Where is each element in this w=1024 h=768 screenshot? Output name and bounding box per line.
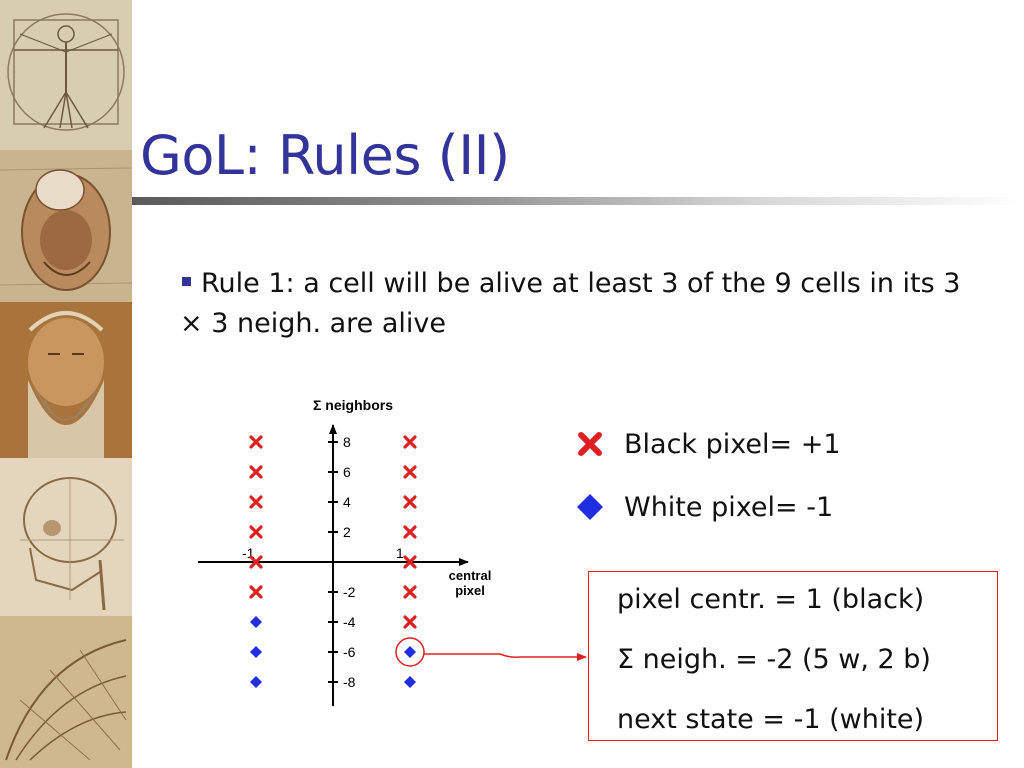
rule-bullet-text: Rule 1: a cell will be alive at least 3 … — [180, 268, 961, 339]
y-tick-label: 6 — [343, 464, 351, 480]
black-pixel-point — [249, 585, 263, 599]
white-pixel-point — [250, 676, 262, 688]
blue-diamond-icon — [577, 494, 603, 520]
legend-black-label: Black pixel= +1 — [624, 428, 841, 460]
explanation-box: pixel centr. = 1 (black) Σ neigh. = -2 (… — [588, 571, 998, 741]
y-tick-label: 2 — [343, 524, 351, 540]
wing-sketch-image — [0, 616, 132, 768]
white-pixel-point — [404, 676, 416, 688]
y-axis-label: Σ neighbors — [313, 397, 393, 413]
black-pixel-point — [403, 465, 417, 479]
slide-title: GoL: Rules (II) — [140, 124, 510, 187]
black-pixel-point — [403, 495, 417, 509]
black-pixel-point — [403, 525, 417, 539]
rule-bullet: Rule 1: a cell will be alive at least 3 … — [180, 264, 970, 344]
y-tick-label: -2 — [343, 584, 356, 600]
neighbors-vs-central-pixel-chart: Σ neighbors central pixel 8642-2-4-6-8-1… — [198, 397, 492, 706]
x-axis-label-line1: central — [449, 568, 492, 583]
y-tick-label: 8 — [343, 434, 351, 450]
white-pixel-point — [250, 646, 262, 658]
title-underline-rule — [132, 197, 1024, 205]
black-pixel-point — [403, 435, 417, 449]
black-pixel-point — [403, 585, 417, 599]
white-pixel-point — [404, 646, 416, 658]
y-tick-label: 4 — [343, 494, 351, 510]
white-pixel-point — [250, 616, 262, 628]
self-portrait-image — [0, 302, 132, 458]
info-line-neighbor-sum: Σ neigh. = -2 (5 w, 2 b) — [617, 644, 931, 675]
y-tick-label: -4 — [343, 614, 356, 630]
square-bullet-icon — [182, 277, 191, 286]
info-line-next-state: next state = -1 (white) — [617, 704, 925, 735]
black-pixel-point — [249, 495, 263, 509]
vitruvian-man-image — [0, 0, 132, 150]
leonardo-image-strip — [0, 0, 132, 768]
black-pixel-point — [249, 465, 263, 479]
y-tick-label: -8 — [343, 674, 356, 690]
highlight-circle — [395, 637, 425, 667]
black-pixel-point — [249, 555, 263, 569]
x-axis-label-line2: pixel — [455, 583, 485, 598]
legend-white-label: White pixel= -1 — [624, 491, 834, 523]
black-pixel-point — [403, 555, 417, 569]
y-tick-label: -6 — [343, 644, 356, 660]
black-pixel-point — [249, 525, 263, 539]
legend-white-pixel: White pixel= -1 — [576, 487, 833, 527]
red-x-icon — [578, 432, 602, 456]
black-pixel-point — [403, 615, 417, 629]
fetus-study-image — [0, 150, 132, 302]
black-pixel-point — [249, 435, 263, 449]
info-line-central-pixel: pixel centr. = 1 (black) — [617, 584, 925, 615]
legend-black-pixel: Black pixel= +1 — [576, 424, 841, 464]
x-tick-label: 1 — [396, 545, 404, 561]
skull-study-image — [0, 458, 132, 616]
